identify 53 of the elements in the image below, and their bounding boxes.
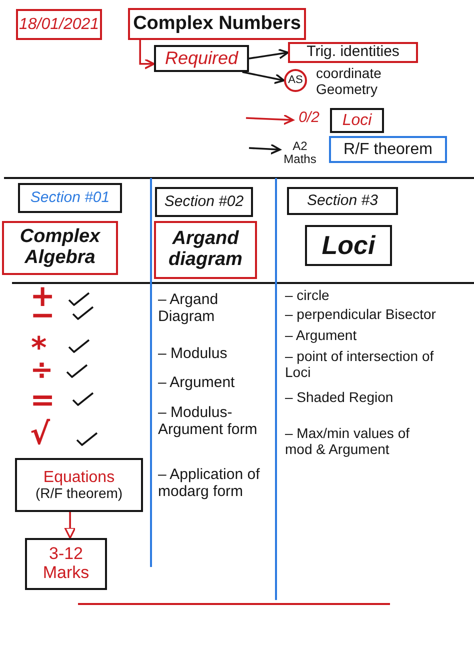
heading-box bbox=[2, 221, 118, 275]
operator-symbol: = bbox=[30, 386, 56, 416]
section-text: Section #3 bbox=[307, 192, 378, 210]
operator-symbol: √ bbox=[30, 420, 50, 450]
circle-badge bbox=[284, 69, 307, 92]
list-item: – Argument bbox=[285, 327, 358, 344]
note-text: (R/F theorem) bbox=[35, 486, 123, 502]
list-item: – Argand Diagram bbox=[158, 291, 220, 326]
list-item: – Max/min values of mod & Argument bbox=[285, 425, 410, 458]
level-label: 0/2 bbox=[293, 110, 325, 130]
topic-text: Loci bbox=[342, 112, 372, 130]
list-item: – Argument bbox=[158, 374, 236, 392]
list-item: – Modulus-Argument form bbox=[158, 404, 258, 438]
tag-text: Required bbox=[164, 48, 238, 68]
list-item: – point of intersection of Loci bbox=[285, 348, 435, 380]
note-box bbox=[15, 458, 143, 512]
list-item: – Shaded Region bbox=[285, 389, 394, 406]
badge-text: AS bbox=[288, 74, 303, 87]
section-box bbox=[155, 187, 253, 217]
heading-box bbox=[154, 221, 257, 279]
marks-box bbox=[25, 538, 107, 590]
arrow bbox=[64, 512, 76, 539]
section-text: Section #01 bbox=[30, 190, 110, 206]
section-box bbox=[18, 183, 122, 213]
topic-box bbox=[288, 42, 418, 63]
arrow bbox=[246, 114, 294, 126]
topic-box bbox=[330, 108, 384, 133]
arrow bbox=[248, 144, 281, 155]
level-label: A2 Maths bbox=[280, 140, 320, 172]
topic-text: R/F theorem bbox=[344, 140, 432, 158]
section-box bbox=[287, 187, 398, 215]
date-box bbox=[16, 9, 102, 40]
heading-box bbox=[305, 225, 392, 266]
heading-text: Complex Algebra bbox=[18, 227, 102, 269]
tag-box bbox=[154, 45, 249, 72]
topic-text: Trig. identities bbox=[306, 44, 400, 61]
date-text: 18/01/2021 bbox=[18, 16, 100, 34]
title-text: Complex Numbers bbox=[133, 14, 301, 34]
title-box bbox=[128, 8, 306, 40]
list-item: – Application of modarg form bbox=[158, 466, 261, 500]
topic-box bbox=[329, 136, 447, 163]
section-text: Section #02 bbox=[164, 194, 244, 210]
marks-text: 3-12 Marks bbox=[42, 545, 90, 583]
list-item: – Modulus bbox=[158, 345, 228, 362]
list-item: – perpendicular Bisector bbox=[285, 306, 437, 322]
arrow bbox=[248, 48, 289, 60]
topic-note: coordinate Geometry bbox=[316, 65, 382, 98]
note-title: Equations bbox=[43, 468, 115, 486]
arrow bbox=[139, 40, 155, 70]
heading-text: Loci bbox=[322, 231, 376, 260]
arrow bbox=[242, 71, 285, 84]
heading-text: Argand diagram bbox=[168, 229, 244, 271]
list-item: – circle bbox=[285, 287, 330, 304]
